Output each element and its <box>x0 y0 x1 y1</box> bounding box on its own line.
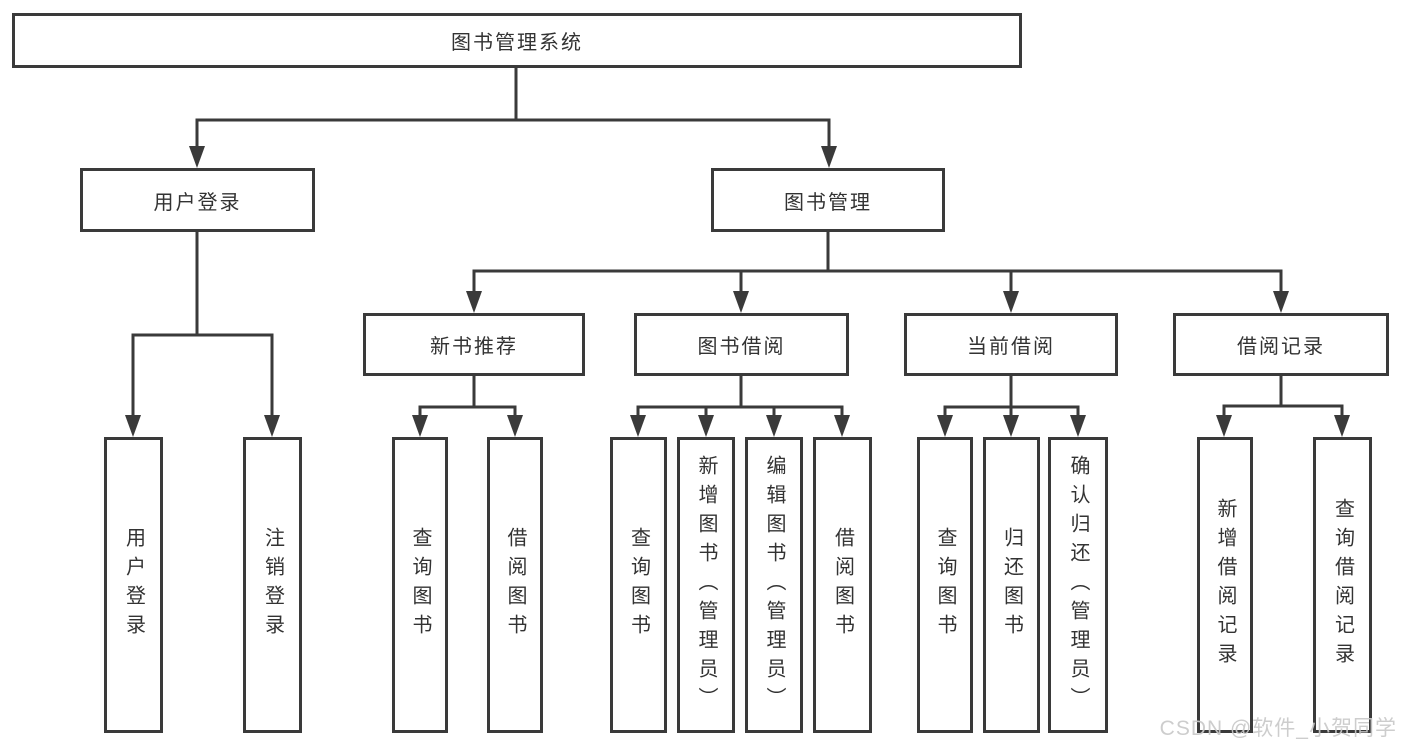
node-borrowing-records: 借阅记录 <box>1173 313 1389 376</box>
node-label: 编辑图书（管理员） <box>763 454 785 716</box>
node-library-system: 图书管理系统 <box>12 13 1022 68</box>
node-label: 注销登录 <box>261 527 284 643</box>
node-book-management-branch: 图书管理 <box>711 168 945 232</box>
node-user-login-branch: 用户登录 <box>80 168 315 232</box>
node-book-borrowing: 图书借阅 <box>634 313 849 376</box>
node-label: 图书借阅 <box>697 336 786 358</box>
node-leaf-return-books: 归还图书 <box>983 437 1040 733</box>
node-label: 用户登录 <box>122 527 145 643</box>
node-label: 新增图书（管理员） <box>695 454 717 716</box>
node-label: 用户登录 <box>153 191 242 214</box>
node-label: 查询借阅记录 <box>1331 498 1354 672</box>
node-leaf-query-books: 查询图书 <box>392 437 448 733</box>
node-label: 当前借阅 <box>967 336 1055 358</box>
node-leaf-query-books: 查询图书 <box>610 437 667 733</box>
node-leaf-edit-books-admin: 编辑图书（管理员） <box>745 437 803 733</box>
node-label: 图书管理系统 <box>451 32 583 54</box>
node-label: 图书管理 <box>784 191 872 214</box>
node-label: 新书推荐 <box>430 336 518 358</box>
node-leaf-add-borrow-record: 新增借阅记录 <box>1197 437 1253 733</box>
node-label: 查询图书 <box>934 527 956 643</box>
node-label: 借阅图书 <box>831 527 854 643</box>
node-label: 新增借阅记录 <box>1214 498 1236 672</box>
node-leaf-logout: 注销登录 <box>243 437 302 733</box>
node-leaf-borrow-books: 借阅图书 <box>813 437 872 733</box>
node-current-borrowing: 当前借阅 <box>904 313 1118 376</box>
node-leaf-user-login: 用户登录 <box>104 437 163 733</box>
node-leaf-confirm-return-admin: 确认归还（管理员） <box>1048 437 1108 733</box>
arrowheads <box>125 146 1350 437</box>
node-leaf-query-borrow-record: 查询借阅记录 <box>1313 437 1372 733</box>
node-label: 归还图书 <box>1000 527 1023 643</box>
node-leaf-add-books-admin: 新增图书（管理员） <box>677 437 735 733</box>
node-label: 确认归还（管理员） <box>1067 454 1089 716</box>
node-label: 查询图书 <box>627 527 650 643</box>
csdn-watermark: CSDN @软件_小贺同学 <box>1159 717 1397 740</box>
node-leaf-borrow-books: 借阅图书 <box>487 437 543 733</box>
node-leaf-query-books: 查询图书 <box>917 437 973 733</box>
node-new-book-recommendation: 新书推荐 <box>363 313 585 376</box>
node-label: 借阅记录 <box>1237 336 1325 358</box>
node-label: 查询图书 <box>409 527 431 643</box>
node-label: 借阅图书 <box>504 527 526 643</box>
